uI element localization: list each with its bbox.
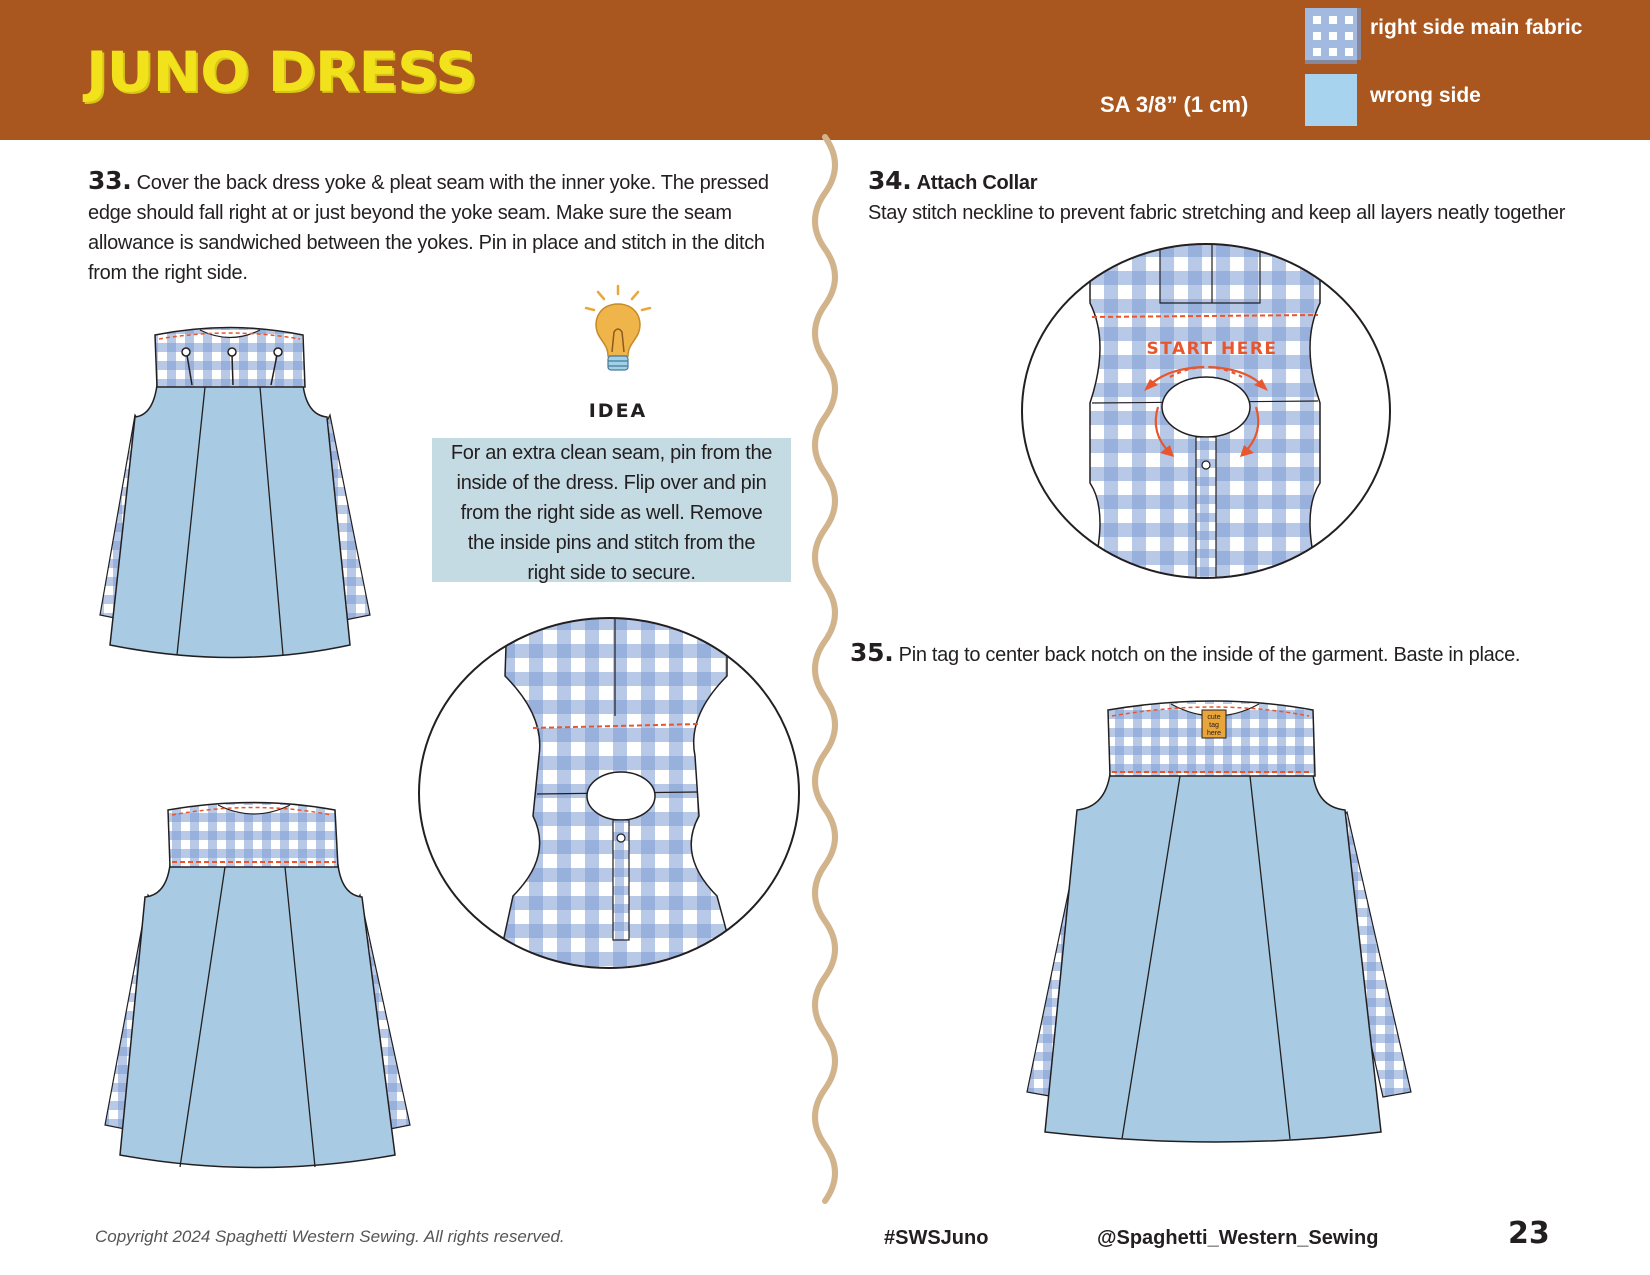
copyright-text: Copyright 2024 Spaghetti Western Sewing.… — [95, 1227, 565, 1246]
page-number: 23 — [1508, 1216, 1550, 1251]
legend-swatch-wrong-side — [1305, 74, 1357, 126]
legend-label-right-side: right side main fabric — [1370, 16, 1583, 39]
step-35-number: 35. — [850, 638, 894, 667]
lightbulb-icon — [584, 284, 652, 371]
page-title: JUNO DRESS — [86, 39, 477, 105]
hashtag-text: #SWSJuno — [884, 1227, 989, 1249]
idea-tip-line: inside of the dress. Flip over and pin — [456, 472, 767, 494]
social-handle-text: @Spaghetti_Western_Sewing — [1097, 1227, 1379, 1249]
pin-icon — [181, 347, 283, 386]
start-here-label: START HERE — [1146, 339, 1277, 359]
dress-illustration-stitched — [104, 801, 411, 1169]
circle-detail-inside — [418, 617, 800, 969]
circle-detail-collar: START HERE — [1021, 243, 1391, 579]
dress-illustration-pinned — [99, 326, 371, 659]
step-34-title: Attach Collar — [916, 172, 1038, 194]
step-35-text: Pin tag to center back notch on the insi… — [898, 644, 1521, 666]
idea-tip-line: For an extra clean seam, pin from the — [450, 442, 773, 464]
tag-line: tag — [1209, 722, 1219, 729]
tag-line: here — [1207, 730, 1221, 737]
seam-allowance-label: SA 3/8” (1 cm) — [1100, 92, 1249, 117]
step-34-text: Stay stitch neckline to prevent fabric s… — [868, 202, 1566, 224]
wavy-divider — [812, 134, 838, 1204]
idea-tip-box: For an extra clean seam, pin from the in… — [432, 438, 791, 584]
step-34-number: 34. — [868, 166, 912, 195]
tag-line: cute — [1207, 714, 1220, 721]
idea-tip-line: the inside pins and stitch from the — [467, 532, 756, 554]
dress-illustration-tag: cute tag here — [1026, 700, 1412, 1143]
step-33-text: Cover the back dress yoke & pleat seam w… — [88, 172, 769, 284]
step-34: 34. Attach Collar Stay stitch neckline t… — [868, 166, 1588, 228]
legend-swatch-gingham — [1305, 8, 1361, 64]
step-33-number: 33. — [88, 166, 132, 195]
step-35: 35. Pin tag to center back notch on the … — [850, 638, 1550, 670]
legend-label-wrong-side: wrong side — [1370, 84, 1481, 107]
idea-tip-line: from the right side as well. Remove — [460, 502, 763, 524]
step-33: 33. Cover the back dress yoke & pleat se… — [88, 166, 788, 288]
page-header: JUNO DRESS SA 3/8” (1 cm) right side mai… — [0, 0, 1650, 140]
idea-tip-line: right side to secure. — [527, 562, 696, 584]
idea-label: IDEA — [588, 400, 648, 422]
